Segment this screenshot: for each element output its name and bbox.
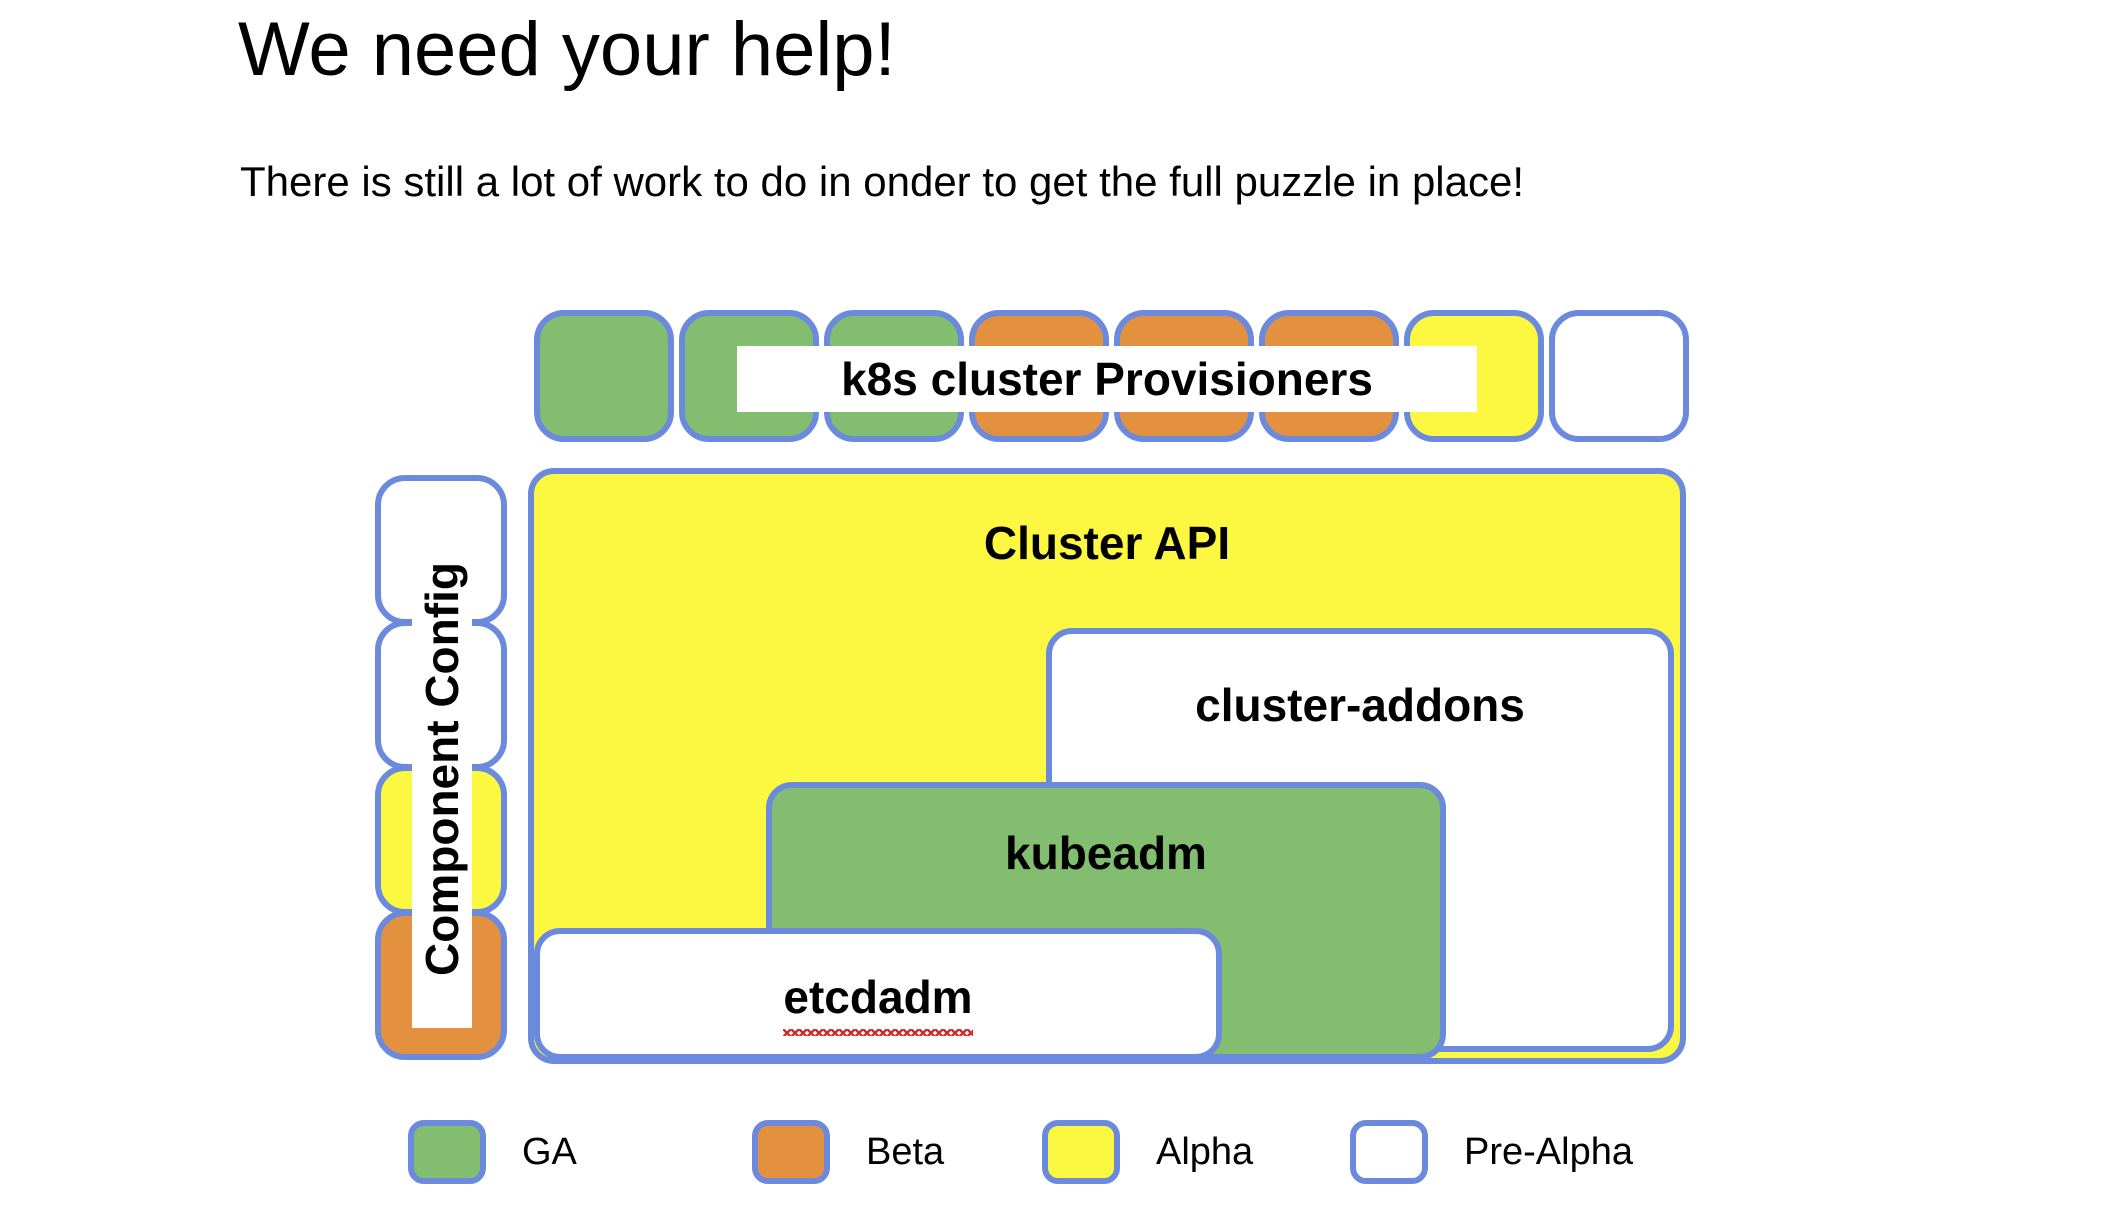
legend-swatch-prealpha-icon: [1350, 1120, 1428, 1184]
legend-item-beta: Beta: [752, 1120, 944, 1184]
legend-label-prealpha: Pre-Alpha: [1464, 1130, 1633, 1173]
provisioner-cell-1[interactable]: [534, 310, 674, 442]
legend-item-alpha: Alpha: [1042, 1120, 1253, 1184]
page-subtitle: There is still a lot of work to do in on…: [240, 158, 1525, 205]
etcdadm-label-text: etcdadm: [783, 971, 973, 1036]
legend-swatch-alpha-icon: [1042, 1120, 1120, 1184]
legend: GA Beta Alpha Pre-Alpha: [0, 1120, 2126, 1220]
cluster-addons-label: cluster-addons: [1195, 679, 1525, 731]
cluster-api-label: Cluster API: [983, 517, 1231, 569]
legend-item-prealpha: Pre-Alpha: [1350, 1120, 1633, 1184]
legend-label-beta: Beta: [866, 1130, 945, 1173]
legend-label-alpha: Alpha: [1156, 1130, 1254, 1173]
provisioner-cell-8[interactable]: [1549, 310, 1689, 442]
etcdadm-label: etcdadm: [540, 970, 1216, 1036]
component-config-label: Component Config: [416, 562, 469, 976]
legend-item-ga: GA: [408, 1120, 577, 1184]
legend-label-ga: GA: [522, 1130, 577, 1173]
page-title: We need your help!: [238, 7, 896, 92]
provisioner-row-label: k8s cluster Provisioners: [737, 346, 1477, 412]
legend-swatch-beta-icon: [752, 1120, 830, 1184]
etcdadm-box[interactable]: etcdadm: [534, 928, 1222, 1060]
component-config-label-band: Component Config: [412, 510, 472, 1028]
kubeadm-label: kubeadm: [1005, 827, 1207, 879]
legend-swatch-ga-icon: [408, 1120, 486, 1184]
